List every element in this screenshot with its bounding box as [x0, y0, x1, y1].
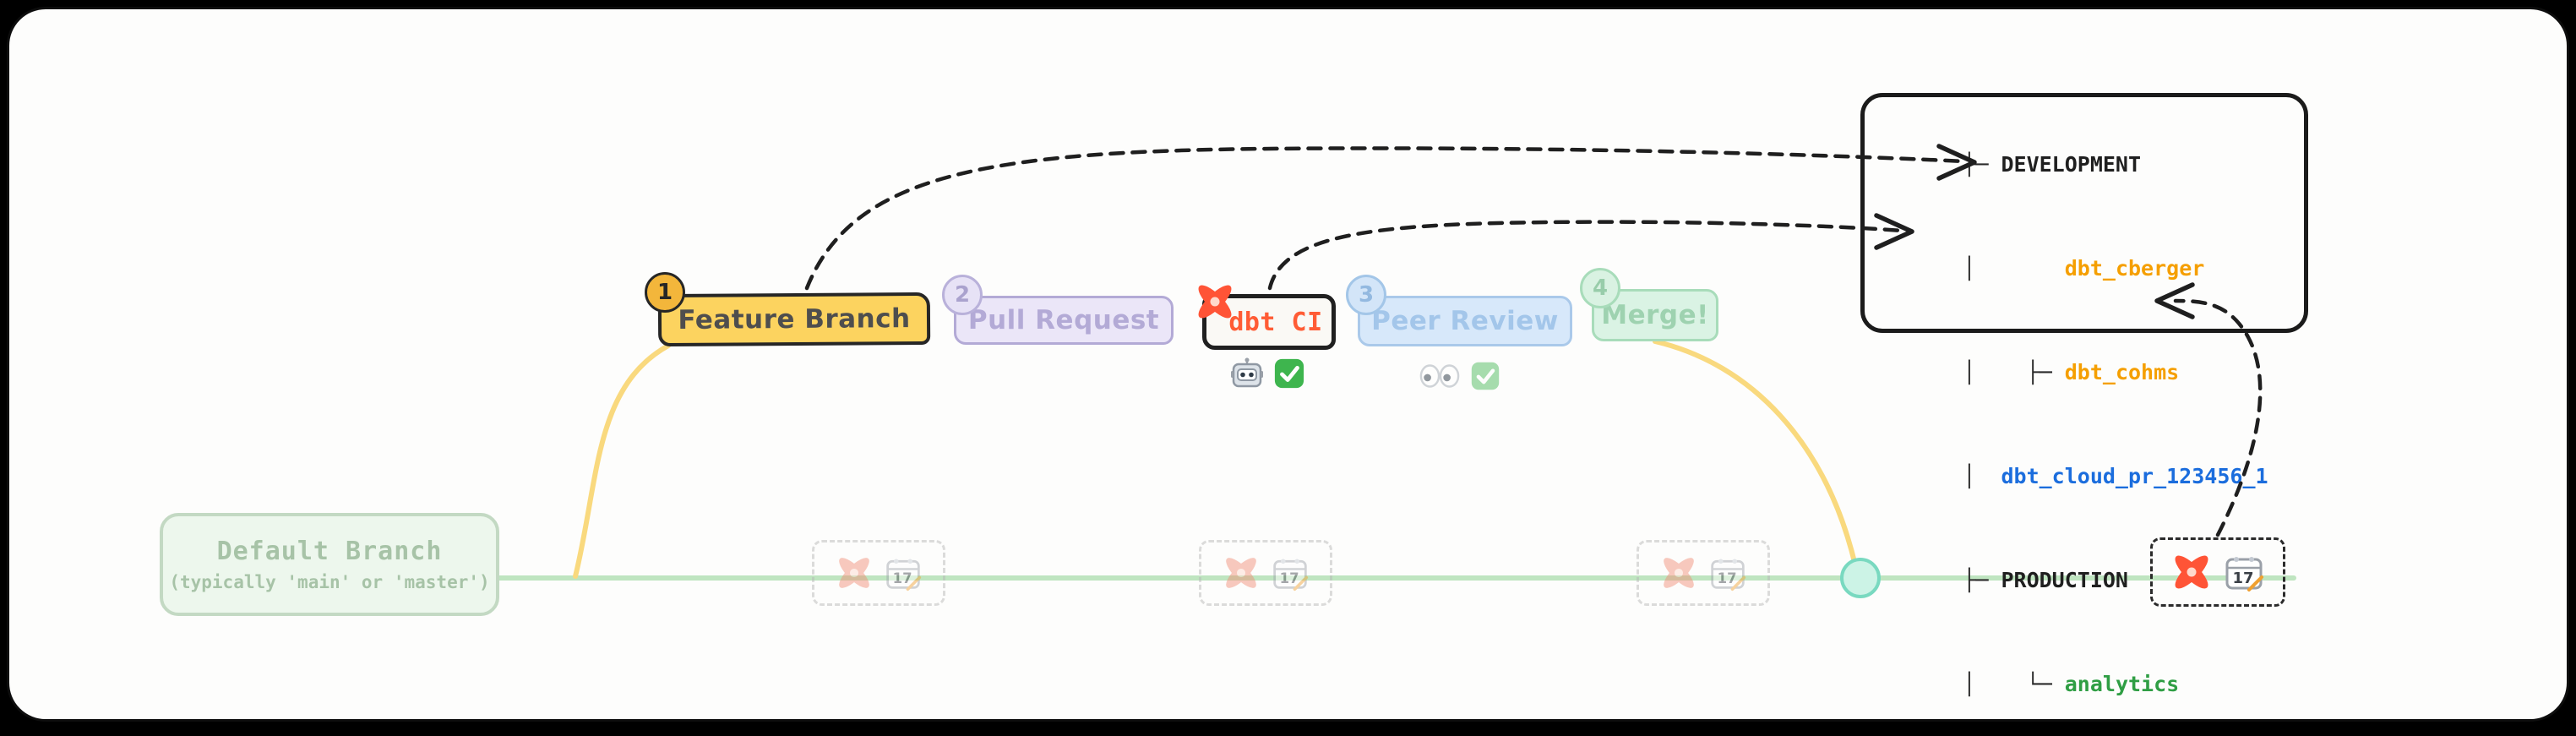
robot-icon [1230, 357, 1264, 390]
feature-branch-line-merge [1653, 339, 1858, 568]
merge-label: Merge! [1601, 300, 1709, 330]
diagram-canvas: 17 Default Branc [7, 7, 2569, 722]
dbt-logo-icon [836, 554, 873, 592]
run-icons-box-3 [1637, 540, 1770, 606]
calendar-icon [1272, 554, 1309, 592]
run-icons-box-production [2150, 537, 2285, 607]
peer-review-status [1419, 361, 1500, 391]
dbt-ci-label: dbt CI [1228, 307, 1323, 337]
env-tree-line-development: ├─ DEVELOPMENT [1963, 152, 2142, 177]
env-tree-line-analytics: │ └─ analytics [1963, 672, 2180, 696]
feature-branch-label: Feature Branch [678, 303, 911, 335]
calendar-icon [885, 554, 922, 592]
step-number-3: 3 [1358, 282, 1375, 308]
arrow-feature-to-dev-schema [804, 146, 1967, 291]
pull-request-label: Pull Request [967, 305, 1160, 335]
step-number-badge-2: 2 [942, 275, 983, 315]
workflow-step-peer-review: Peer Review [1358, 296, 1572, 346]
dbt-logo-icon [1660, 554, 1697, 592]
default-branch-label: Default Branch [216, 537, 443, 566]
peer-review-label: Peer Review [1371, 306, 1559, 336]
env-tree-line-dbt-cloud-pr: │ dbt_cloud_pr_123456_1 [1963, 464, 2268, 488]
default-branch-sublabel: (typically 'main' or 'master') [169, 572, 490, 592]
dbt-logo-icon [1223, 554, 1260, 592]
default-branch-node: Default Branch (typically 'main' or 'mas… [160, 513, 499, 616]
step-number-badge-1: 1 [645, 272, 685, 313]
environments-panel: ├─ DEVELOPMENT │ dbt_cberger │ ├─ dbt_co… [1860, 93, 2308, 696]
workflow-step-pull-request: Pull Request [954, 296, 1174, 345]
env-tree-line-dbt-cberger: │ dbt_cberger [1963, 256, 2205, 281]
dbt-logo-icon [1195, 281, 1235, 322]
env-tree-line-dbt-cohms: │ ├─ dbt_cohms [1963, 360, 2180, 384]
feature-branch-line-out [573, 343, 671, 579]
step-number-2: 2 [954, 282, 971, 308]
check-icon [1273, 357, 1305, 390]
check-icon-faded [1470, 361, 1500, 391]
env-tree-line-production: ├─ PRODUCTION [1963, 568, 2128, 592]
step-number-4: 4 [1592, 275, 1609, 301]
eyes-icon [1419, 363, 1461, 390]
step-number-badge-3: 3 [1346, 275, 1386, 315]
step-number-1: 1 [656, 280, 673, 305]
calendar-icon [1709, 554, 1746, 592]
run-icons-box-2 [1199, 540, 1332, 606]
step-number-badge-4: 4 [1580, 268, 1620, 308]
run-icons-box-1 [812, 540, 945, 606]
merge-commit-dot [1840, 558, 1881, 598]
workflow-step-dbt-ci: dbt CI [1202, 294, 1336, 350]
workflow-step-feature-branch: Feature Branch [657, 292, 931, 347]
dbt-ci-status [1230, 357, 1305, 390]
